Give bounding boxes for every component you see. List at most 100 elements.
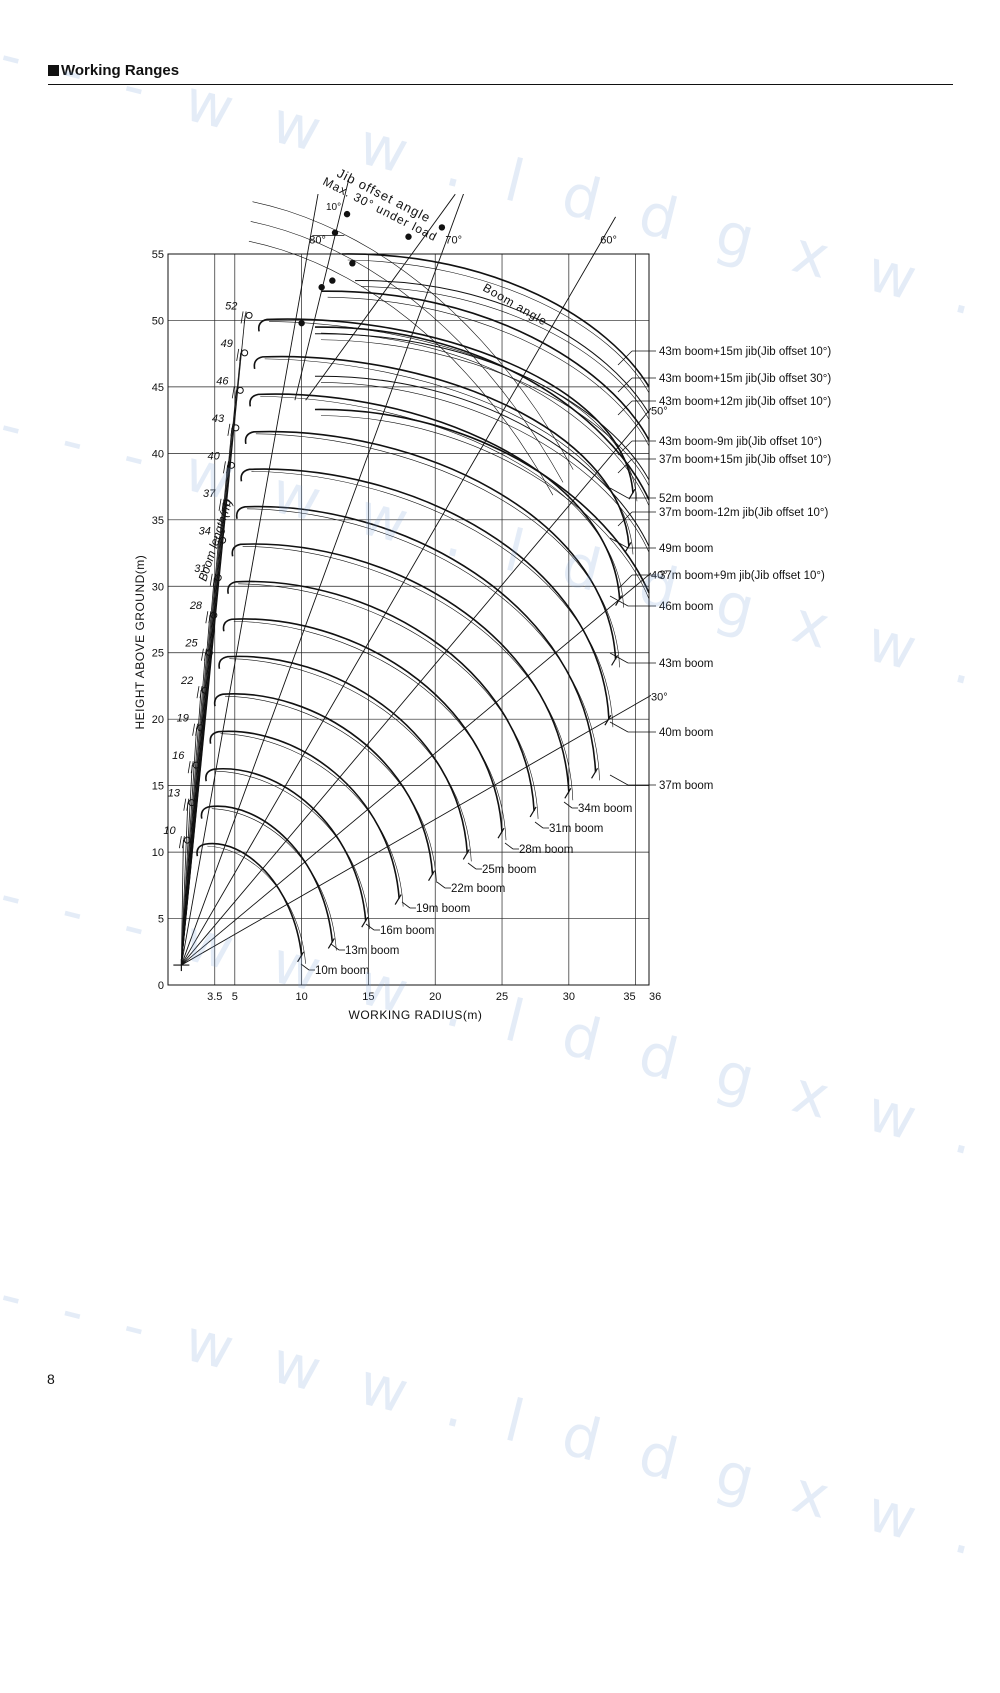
boom-legend-label: 31m boom: [549, 823, 603, 835]
curve-end-tick: [327, 938, 335, 949]
jib-legend-label: 43m boom+15m jib(Jib offset 10°): [659, 346, 831, 358]
legend-leader: [617, 400, 633, 416]
boom-angle-caption: Boom angle: [481, 280, 550, 328]
boom-range-curve: [253, 355, 630, 547]
boom-length-label: 19: [177, 713, 189, 725]
y-tick-label: 20: [152, 714, 164, 726]
curve-end-tick: [628, 488, 636, 500]
x-tick-label: 15: [362, 991, 374, 1003]
boom-tip-tick: [178, 836, 182, 849]
section-header: Working Ranges: [48, 62, 953, 85]
legend-leader: [436, 881, 446, 889]
boom-tip-tick: [218, 498, 222, 511]
boom-tip-tick: [199, 686, 203, 699]
boom-range-curve: [213, 693, 434, 875]
boom-legend-label: 10m boom: [315, 965, 369, 977]
jib-legend-label: 43m boom-9m jib(Jib offset 10°): [659, 436, 822, 448]
boom-tip-tick: [187, 761, 191, 774]
jib-range-curve: [314, 326, 650, 501]
boom-range-curve: [218, 655, 469, 854]
boom-range-curve-thin: [233, 620, 507, 841]
boom-range-curve-thin: [247, 508, 600, 781]
boom-range-curve: [209, 730, 400, 899]
jib-legend-label: 37m boom-12m jib(Jib offset 10°): [659, 507, 828, 519]
boom-range-curve: [196, 842, 303, 956]
boom-legend-label: 16m boom: [380, 925, 434, 937]
legend-leader: [330, 943, 340, 951]
boom-length-label: 46: [216, 375, 229, 387]
jib-legend-label: 37m boom+15m jib(Jib offset 10°): [659, 454, 831, 466]
bullet-square-icon: [48, 65, 59, 76]
y-tick-label: 35: [152, 515, 164, 527]
y-tick-label: 30: [152, 581, 164, 593]
boom-length-label: 37: [203, 488, 216, 500]
boom-length-label: 10: [163, 825, 176, 837]
legend-leader: [609, 652, 629, 664]
boom-angle-label: 40°: [651, 570, 668, 582]
jib-range-curve-thin: [320, 332, 650, 507]
boom-angle-label: 60°: [600, 234, 617, 246]
boom-range-curve: [249, 393, 621, 600]
boom-length-label: 34: [199, 525, 211, 537]
boom-tip-tick: [183, 798, 187, 811]
boom-range-curve-thin: [264, 358, 634, 555]
jib-legend-label: 43m boom+15m jib(Jib offset 30°): [659, 373, 831, 385]
boom-range-curve: [200, 805, 334, 943]
jib-range-curve-thin: [327, 296, 650, 447]
jib-range-curve: [341, 253, 650, 388]
jib-range-curve: [314, 333, 650, 481]
boom-range-curve-thin: [242, 545, 574, 801]
x-tick-label: 25: [496, 991, 508, 1003]
x-tick-label: 30: [563, 991, 575, 1003]
x-tick-label: 20: [429, 991, 441, 1003]
boom-legend-label: 40m boom: [659, 727, 713, 739]
boom-length-label: 13: [168, 788, 181, 800]
boom-length-label: 43: [212, 413, 225, 425]
boom-legend-label: 52m boom: [659, 493, 713, 505]
legend-leader: [609, 721, 629, 733]
legend-leader: [365, 923, 375, 931]
boom-tip-tick: [205, 611, 209, 624]
curve-end-tick: [604, 714, 612, 726]
boom-tip-tick: [226, 461, 229, 474]
x-tick-label: 10: [295, 991, 307, 1003]
boom-angle-arc: [252, 201, 574, 470]
boom-range-curve-thin: [224, 695, 437, 883]
boom-legend-label: 19m boom: [416, 903, 470, 915]
boom-range-curve-thin: [260, 396, 624, 608]
boom-legend-label: 34m boom: [578, 803, 632, 815]
boom-length-line: [180, 840, 184, 966]
legend-leader: [617, 574, 633, 590]
boom-tip-tick: [195, 723, 198, 736]
x-axis-label: WORKING RADIUS(m): [349, 1008, 483, 1022]
boom-tip-tick: [236, 348, 240, 361]
jib-range-curve-thin: [320, 415, 650, 600]
boom-tip-tick: [208, 611, 212, 624]
boom-length-label: 49: [221, 338, 233, 350]
jib-range-curve: [314, 375, 650, 547]
boom-legend-label: 28m boom: [519, 844, 573, 856]
jib-range-curve: [314, 408, 650, 594]
y-tick-label: 0: [158, 980, 164, 992]
boom-tip-marker: [241, 349, 249, 357]
boom-legend-label: 43m boom: [659, 658, 713, 670]
boom-tip-tick: [190, 761, 194, 774]
jib-range-curve-thin: [361, 286, 650, 420]
boom-range-curve: [244, 430, 617, 660]
boom-angle-label: 50°: [651, 406, 668, 418]
y-tick-label: 25: [152, 648, 164, 660]
boom-angle-line: [180, 194, 464, 966]
curve-end-tick: [394, 894, 402, 905]
boom-length-label: 31: [194, 563, 206, 575]
boom-range-curve-thin: [207, 845, 306, 964]
legend-leader: [617, 511, 633, 527]
boom-legend-label: 25m boom: [482, 864, 536, 876]
boom-angle-label: 30°: [651, 691, 668, 703]
curve-end-tick: [564, 787, 572, 799]
legend-leader: [617, 458, 633, 474]
x-tick-label: 5: [232, 991, 238, 1003]
boom-tip-tick: [196, 686, 200, 699]
boom-tip-marker: [245, 311, 253, 319]
boom-angle-label: 70°: [445, 234, 462, 246]
